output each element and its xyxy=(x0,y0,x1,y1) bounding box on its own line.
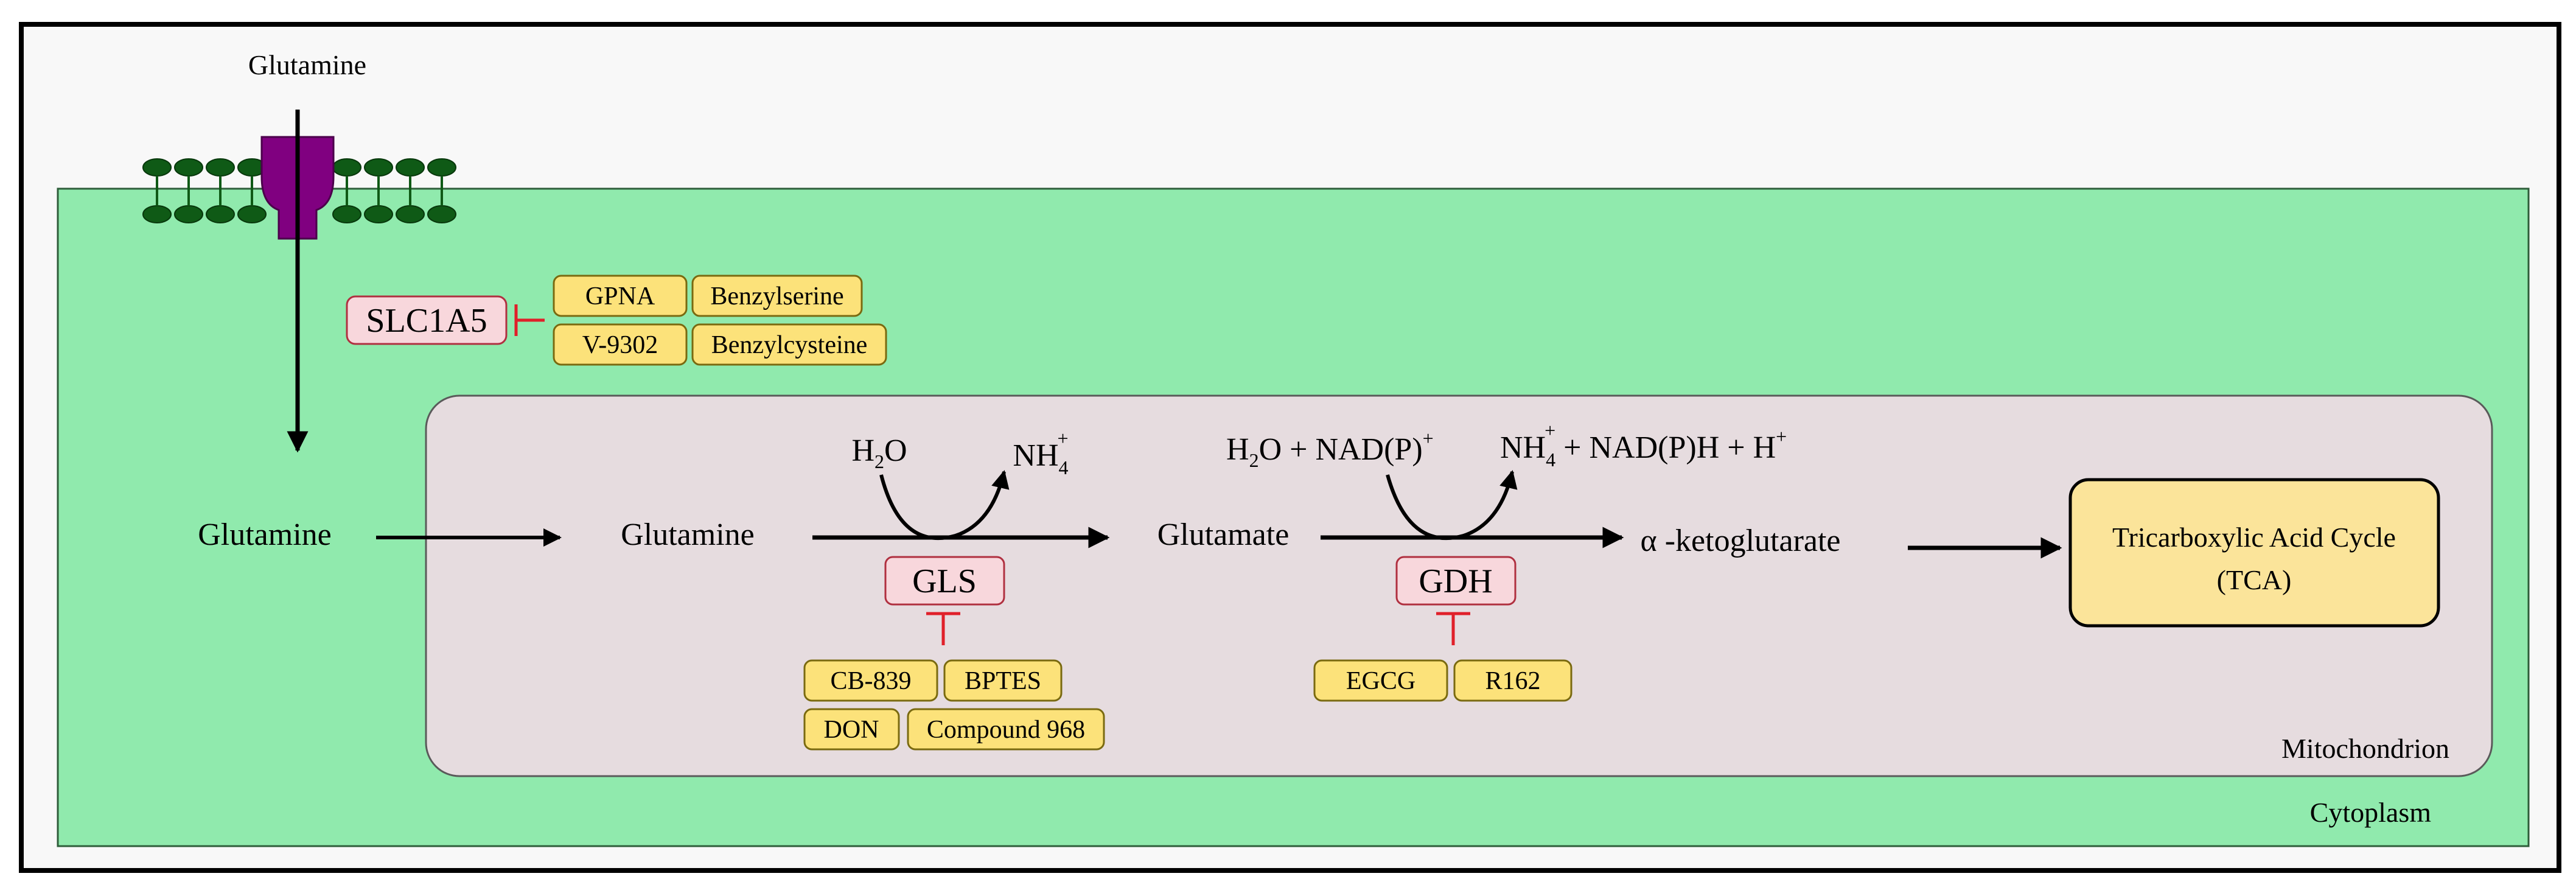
gls-label: GLS xyxy=(912,562,977,600)
mitochondrion-label: Mitochondrion xyxy=(2281,733,2449,764)
inhibitor-r162: R162 xyxy=(1485,667,1540,695)
membrane-bottom-heads xyxy=(142,205,456,223)
gls-inhibition-mark xyxy=(926,612,960,645)
inhibitor-bptes: BPTES xyxy=(965,667,1041,695)
slc1a5-box xyxy=(346,295,508,345)
gls-box xyxy=(884,556,1005,606)
slc1a5-label: SLC1A5 xyxy=(366,302,487,340)
inhibitor-benzylcysteine: Benzylcysteine xyxy=(711,331,868,359)
membrane-tails xyxy=(156,176,443,206)
gdh-cofactor-curve xyxy=(1386,470,1518,541)
inhibitor-cb839: CB-839 xyxy=(830,667,911,695)
inhibitor-compound968: Compound 968 xyxy=(927,716,1085,744)
inhibitor-egcg: EGCG xyxy=(1346,667,1415,695)
mito-glutamine: Glutamine xyxy=(621,517,755,552)
glutamate: Glutamate xyxy=(1157,517,1290,552)
gdh-inhibition-mark xyxy=(1436,612,1470,645)
gdh-label: GDH xyxy=(1419,562,1492,600)
slc1a5-inhibitors: GPNA Benzylserine V-9302 Benzylcysteine xyxy=(553,275,887,366)
inhibitor-v9302: V-9302 xyxy=(582,331,658,359)
gdh-inhibitors: EGCG R162 xyxy=(1313,659,1572,702)
tca-box xyxy=(2068,478,2440,628)
cytoplasm-label: Cytoplasm xyxy=(2310,797,2432,828)
slc1a5-inhibition-mark xyxy=(514,304,545,336)
cytoplasm-glutamine: Glutamine xyxy=(198,517,332,552)
outside-glutamine: Glutamine xyxy=(248,49,366,80)
gls-cofactor-curve xyxy=(879,470,1010,541)
alpha-ketoglutarate: α -ketoglutarate xyxy=(1641,524,1841,558)
inhibitor-don: DON xyxy=(824,716,879,744)
inhibitor-gpna: GPNA xyxy=(585,282,655,310)
gdh-box xyxy=(1395,556,1517,606)
inhibitor-benzylserine: Benzylserine xyxy=(710,282,843,310)
tca-line1: Tricarboxylic Acid Cycle xyxy=(2112,522,2396,553)
gls-inhibitors: CB-839 BPTES DON Compound 968 xyxy=(803,659,1105,751)
gdh-substrate: H2O + NAD(P)+ xyxy=(1226,427,1434,471)
tca-line2: (TCA) xyxy=(2217,564,2292,595)
